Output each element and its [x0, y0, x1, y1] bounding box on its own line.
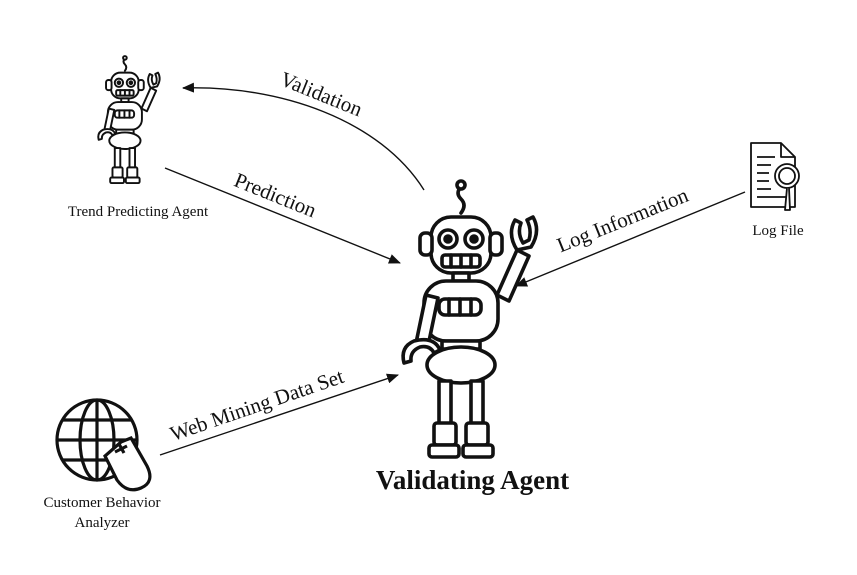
customer-analyzer-label-line1: Customer Behavior — [43, 495, 161, 511]
globe-mouse-icon — [55, 398, 152, 492]
validating-agent-title: Validating Agent — [375, 465, 570, 495]
log-file-label: Log File — [752, 223, 804, 239]
trend-agent-label: Trend Predicting Agent — [67, 204, 209, 220]
customer-analyzer-label-line2: Analyzer — [74, 515, 130, 531]
trend-agent-robot-icon — [97, 55, 161, 185]
validation-arrow — [182, 82, 425, 191]
validating-agent-robot-icon — [401, 179, 539, 459]
web-mining-arrow — [159, 373, 399, 456]
log-information-arrow — [515, 191, 746, 287]
log-file-icon — [750, 142, 800, 211]
prediction-arrow — [164, 167, 401, 264]
